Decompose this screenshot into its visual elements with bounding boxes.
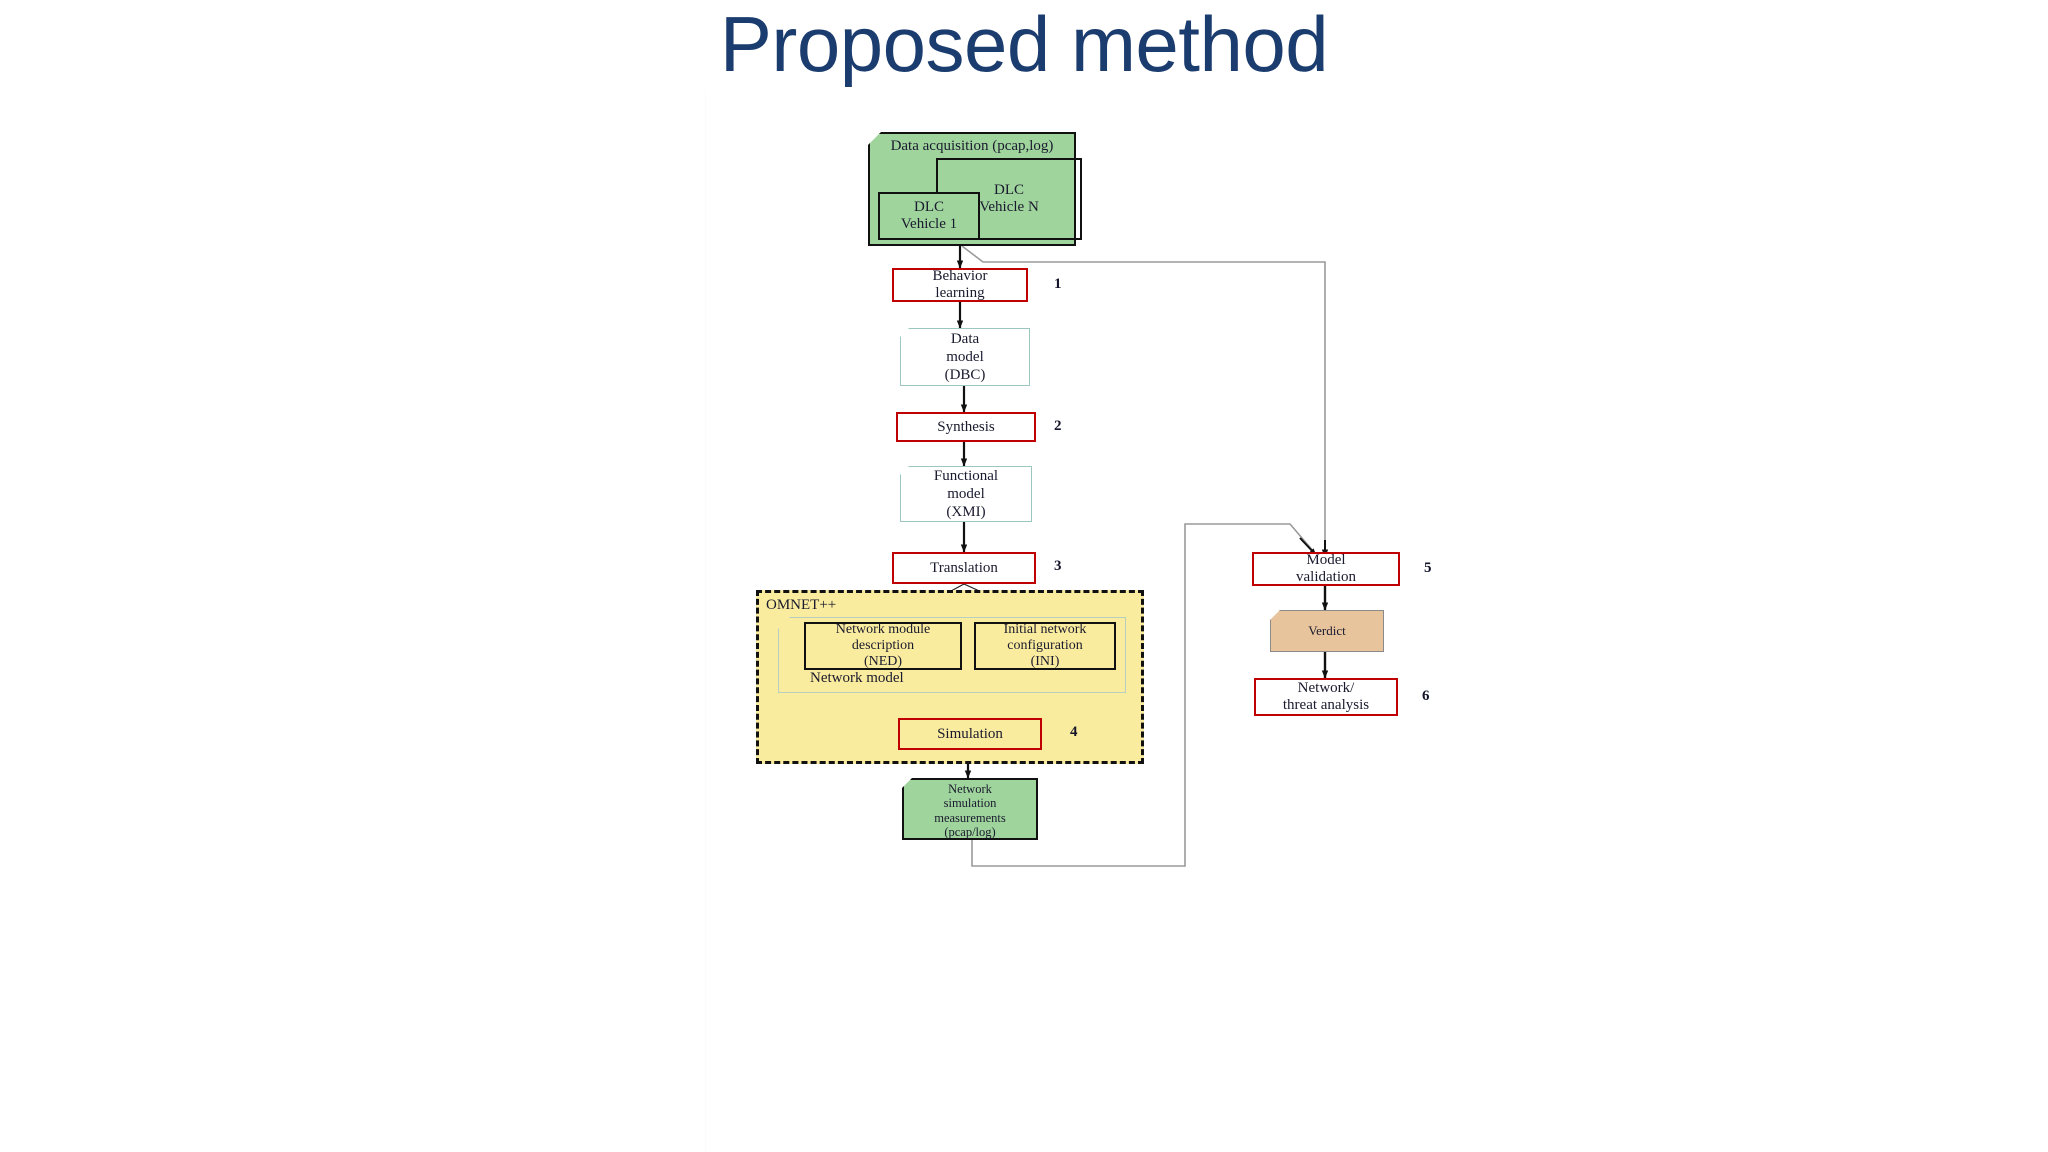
node-behavior-learning[interactable]: Behavior learning xyxy=(892,268,1028,302)
node-model-validation[interactable]: Model validation xyxy=(1252,552,1400,586)
node-threat-analysis[interactable]: Network/ threat analysis xyxy=(1254,678,1398,716)
data-model-line1: Data xyxy=(950,331,980,347)
threat-analysis-line1: Network/ xyxy=(1297,680,1355,697)
node-data-model[interactable]: Data model (DBC) xyxy=(900,328,1030,386)
content-placeholder-edge xyxy=(705,90,706,1152)
dlc-vehicle-n-line1: DLC xyxy=(994,181,1024,198)
page-title: Proposed method xyxy=(719,0,1329,88)
synthesis-label: Synthesis xyxy=(937,418,995,435)
ini-line3: (INI) xyxy=(1030,654,1060,670)
node-dlc-vehicle-1[interactable]: DLC Vehicle 1 xyxy=(878,192,980,240)
data-model-line2: model xyxy=(946,349,984,365)
node-ini[interactable]: Initial network configuration (INI) xyxy=(974,622,1116,670)
ned-line1: Network module xyxy=(835,621,931,637)
behavior-learning-line2: learning xyxy=(935,285,985,301)
dlc-vehicle-1-line1: DLC xyxy=(914,198,944,215)
behavior-learning-line1: Behavior xyxy=(932,268,988,285)
ini-line1: Initial network xyxy=(1003,621,1087,637)
node-omnet-container[interactable] xyxy=(756,590,1144,764)
node-functional-model[interactable]: Functional model (XMI) xyxy=(900,466,1032,522)
functional-model-line3: (XMI) xyxy=(946,504,986,520)
ini-line2: configuration xyxy=(1007,637,1083,653)
edge-acquisition-to-validation xyxy=(961,245,1326,552)
node-dlc-vehicle-n[interactable]: DLC Vehicle N xyxy=(936,158,1082,240)
simulation-label: Simulation xyxy=(937,725,1003,742)
data-model-line3: (DBC) xyxy=(944,367,986,383)
ned-line3: (NED) xyxy=(863,654,903,670)
node-translation[interactable]: Translation xyxy=(892,552,1036,584)
step-number-2: 2 xyxy=(1054,418,1062,434)
dlc-vehicle-n-line2: Vehicle N xyxy=(979,199,1039,215)
dlc-vehicle-1-line2: Vehicle 1 xyxy=(900,216,958,232)
node-simulation[interactable]: Simulation xyxy=(898,718,1042,750)
network-sim-measurements-line3: measurements xyxy=(934,810,1006,825)
omnet-label: OMNET++ xyxy=(766,597,837,613)
step-number-6: 6 xyxy=(1422,688,1430,704)
ned-line2: description xyxy=(851,637,915,653)
node-verdict[interactable]: Verdict xyxy=(1270,610,1384,652)
edge-measurements-to-validation xyxy=(971,523,1315,867)
threat-analysis-line2: threat analysis xyxy=(1282,697,1370,713)
network-model-label: Network model xyxy=(810,670,904,686)
model-validation-line1: Model xyxy=(1306,552,1346,569)
step-number-3: 3 xyxy=(1054,558,1062,574)
step-number-5: 5 xyxy=(1424,560,1432,576)
data-acquisition-label: Data acquisition (pcap,log) xyxy=(890,138,1054,154)
node-network-sim-measurements[interactable]: Network simulation measurements (pcap/lo… xyxy=(902,778,1038,840)
network-sim-measurements-line1: Network xyxy=(948,781,992,796)
network-sim-measurements-line4: (pcap/log) xyxy=(944,825,996,839)
step-number-4: 4 xyxy=(1070,724,1078,740)
model-validation-line2: validation xyxy=(1296,569,1356,585)
node-synthesis[interactable]: Synthesis xyxy=(896,412,1036,442)
translation-label: Translation xyxy=(930,559,998,576)
functional-model-line1: Functional xyxy=(933,468,999,484)
node-ned[interactable]: Network module description (NED) xyxy=(804,622,962,670)
functional-model-line2: model xyxy=(947,486,985,502)
proposed-method-flowchart: Data acquisition (pcap,log) DLC Vehicle … xyxy=(700,100,1460,1150)
node-network-model-group[interactable] xyxy=(778,617,1126,693)
network-sim-measurements-line2: simulation xyxy=(943,796,997,810)
verdict-label: Verdict xyxy=(1308,623,1346,638)
step-number-1: 1 xyxy=(1054,276,1062,292)
